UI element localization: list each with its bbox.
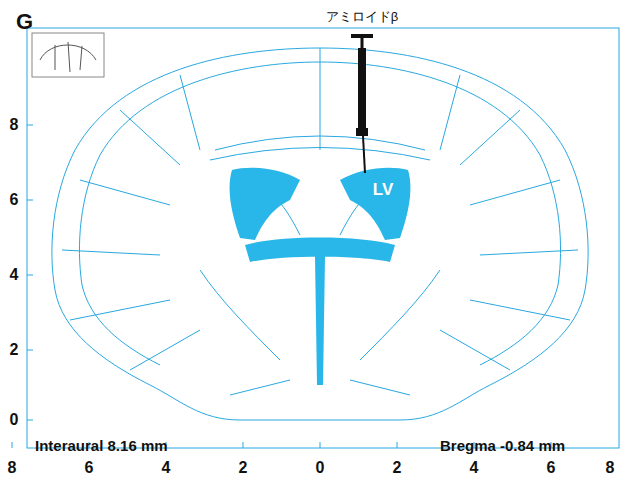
axis-number: 4 (470, 459, 479, 477)
axis-number: 2 (10, 341, 19, 359)
axis-number: 8 (10, 116, 19, 134)
brain-outline (52, 48, 588, 420)
inset-thumbnail (32, 33, 104, 77)
corpus-callosum (215, 136, 425, 150)
inset-sketch (40, 42, 96, 72)
injection-label: アミロイドβ (326, 10, 398, 24)
axis-number: 8 (8, 459, 17, 477)
atlas-coordinate: Bregma -0.84 mm (440, 438, 565, 455)
corpus-callosum (210, 148, 430, 161)
cortex-inner-line (79, 62, 320, 365)
atlas-frame (27, 28, 619, 448)
syringe (351, 36, 373, 173)
axis-number: 8 (606, 459, 615, 477)
axis-number: 4 (162, 459, 171, 477)
cortex-inner-line (320, 62, 561, 365)
axis-number: 6 (85, 459, 94, 477)
axis-ticks (27, 125, 33, 420)
lateral-ventricle (340, 168, 410, 240)
axis-number: 0 (316, 459, 325, 477)
midline (320, 48, 321, 150)
axis-number: 2 (239, 459, 248, 477)
atlas-coordinate: Interaural 8.16 mm (35, 438, 168, 455)
lateral-ventricle (230, 168, 300, 240)
axis-number: 0 (10, 411, 19, 429)
axis-number: 4 (10, 266, 19, 284)
region-borders (62, 75, 200, 370)
region-label: LV (373, 181, 393, 200)
axis-number: 6 (10, 191, 19, 209)
third-ventricle (315, 256, 325, 385)
panel-letter: G (16, 10, 33, 34)
region-borders (440, 75, 578, 370)
axis-number: 2 (393, 459, 402, 477)
axis-number: 6 (547, 459, 556, 477)
